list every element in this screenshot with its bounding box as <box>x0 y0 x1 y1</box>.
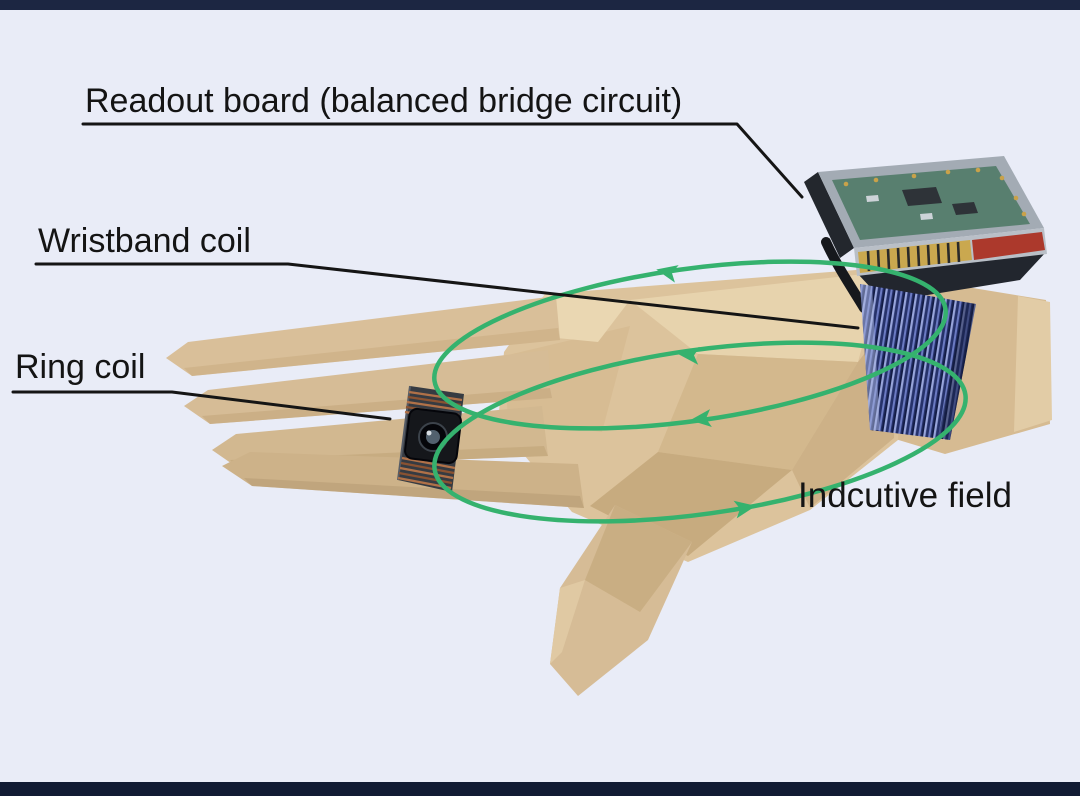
finger-middle-shade <box>202 388 552 424</box>
ring-winding <box>399 466 454 480</box>
leader-lines <box>11 122 860 421</box>
wristband-right-shade <box>938 302 976 440</box>
pin-separator <box>946 242 951 264</box>
readout-board-label: Readout board (balanced bridge circuit) <box>85 82 682 120</box>
wristband-coil-leader <box>34 262 860 330</box>
forearm-end-facet <box>1014 296 1052 432</box>
pcb-pad <box>1013 195 1019 201</box>
readout-board <box>804 156 1047 313</box>
pcb-component <box>920 213 933 220</box>
pcb-pad <box>945 169 951 175</box>
board-red-strip <box>972 232 1045 260</box>
pcb-pad <box>873 177 879 183</box>
readout-board-leader <box>81 122 804 199</box>
ring-winding <box>406 400 461 412</box>
pcb-pad <box>999 175 1005 181</box>
pin-separator <box>956 241 961 263</box>
thumb-facet-light <box>550 580 585 664</box>
inductive-field-label: Indcutive field <box>798 476 1012 515</box>
hand-illustration <box>166 268 1052 696</box>
pcb-chip-small <box>952 202 978 215</box>
ring-coil <box>397 385 464 492</box>
ring-winding <box>398 471 453 485</box>
board-left-face <box>804 172 854 258</box>
wristband-left-highlight <box>860 284 880 430</box>
pcb-chip <box>902 187 942 206</box>
board-pin-strip <box>858 240 972 273</box>
ring-winding <box>400 461 455 475</box>
board-shadow-gap <box>858 252 1046 302</box>
finger-index <box>166 296 560 376</box>
pin-separator <box>926 244 931 266</box>
pin-separator <box>896 247 901 269</box>
wristband-coil-label: Wristband coil <box>38 222 251 260</box>
pin-separator <box>876 249 881 271</box>
pin-separator <box>936 243 941 265</box>
finger-index-shade <box>184 328 560 376</box>
inductive-field-lines <box>432 259 968 524</box>
ring-coil-label: Ring coil <box>15 348 145 386</box>
pcb-pad <box>1021 211 1027 217</box>
pcb-component <box>866 195 879 202</box>
labels: Readout board (balanced bridge circuit) … <box>15 82 1012 515</box>
thumb-facet <box>585 505 692 612</box>
pin-separator <box>906 246 911 268</box>
pcb-pad <box>843 181 849 187</box>
ring-winding <box>408 390 463 402</box>
top-frame-strip <box>0 0 1080 10</box>
pcb-pad <box>911 173 917 179</box>
ring-lens-glint <box>426 430 432 436</box>
board-cable <box>821 237 869 313</box>
pin-separator <box>916 245 921 267</box>
finger-pinky-shade <box>244 478 584 508</box>
wristband-coil-band <box>860 284 976 440</box>
pcb-pad <box>975 167 981 173</box>
pin-separator <box>886 248 891 270</box>
bottom-frame-strip <box>0 782 1080 796</box>
ring-winding <box>401 456 456 470</box>
ring-coil-leader <box>11 390 392 421</box>
